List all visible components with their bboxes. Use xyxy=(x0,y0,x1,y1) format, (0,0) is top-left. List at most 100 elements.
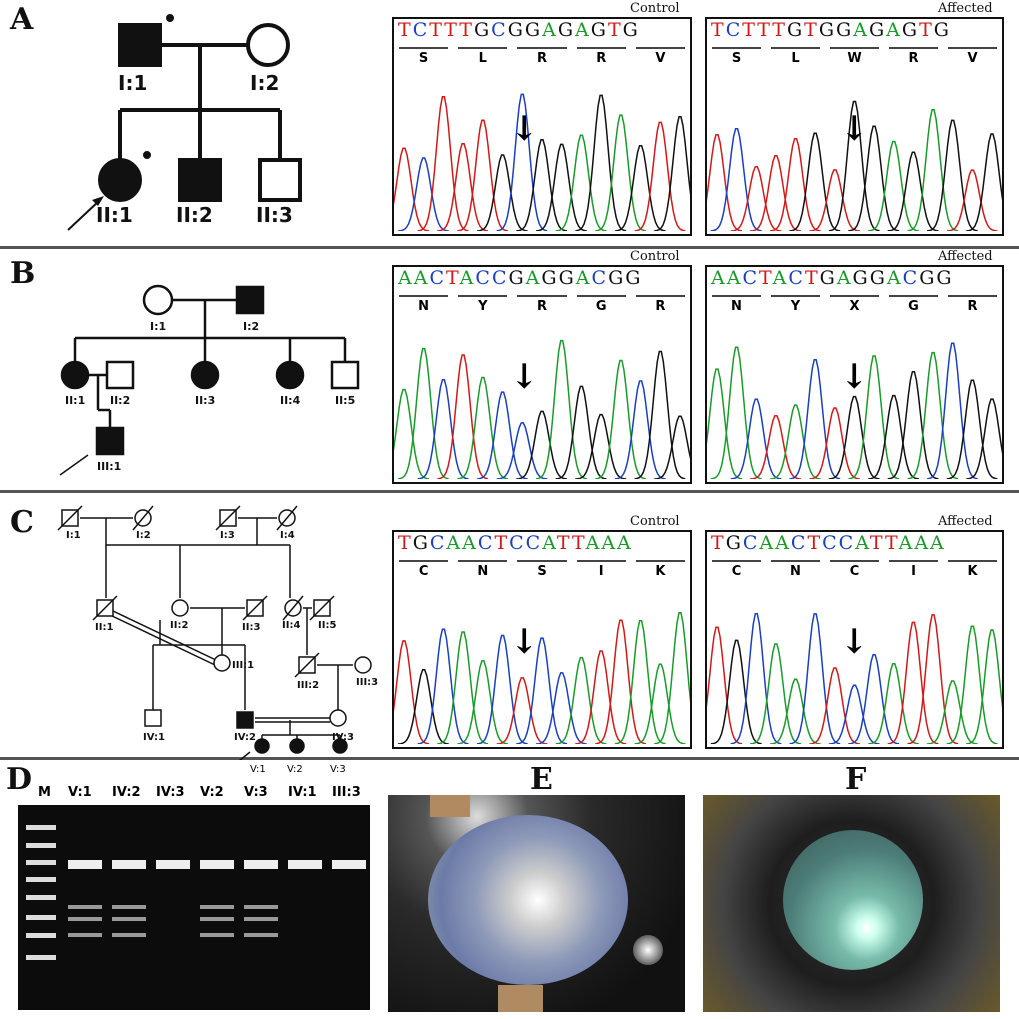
trace-peak xyxy=(789,358,841,479)
trace-peak xyxy=(476,391,528,479)
trace-peak xyxy=(634,663,686,744)
trace-peak xyxy=(575,650,627,744)
dna-sequence: TGCAACTCCATTAAA xyxy=(398,532,633,554)
amino-acid: K xyxy=(948,560,997,579)
amino-acid: L xyxy=(458,47,508,66)
trace-peak xyxy=(966,133,1002,231)
gel-band xyxy=(112,860,146,869)
amino-acid: C xyxy=(399,560,449,579)
pedigree-label: I:2 xyxy=(243,320,259,333)
pedigree-label: II:1 xyxy=(96,203,133,227)
trace-peak xyxy=(809,667,860,744)
trace-peak xyxy=(496,93,548,231)
arrow-icon: ↓ xyxy=(510,109,539,149)
pedigree-label: II:1 xyxy=(95,622,113,633)
lane-label-marker: M xyxy=(38,785,51,800)
amino-acid: R xyxy=(635,295,686,314)
pedigree-label: I:1 xyxy=(118,71,147,95)
gel-band xyxy=(244,917,278,921)
trace-peak xyxy=(496,677,548,744)
trace-peak xyxy=(730,398,782,479)
amino-acid: Y xyxy=(458,295,508,314)
trace-peak xyxy=(417,96,469,231)
panel-label-d: D xyxy=(6,762,33,797)
pedigree-label: I:3 xyxy=(220,530,235,541)
trace-peak xyxy=(848,653,900,744)
gel-band xyxy=(332,860,366,869)
pedigree-label: II:3 xyxy=(256,203,293,227)
lane-label: V:2 xyxy=(200,785,224,800)
trace-peak xyxy=(614,620,666,744)
pedigree-label: II:2 xyxy=(176,203,213,227)
gel-band xyxy=(200,933,234,937)
trace-peak xyxy=(394,388,430,479)
trace-peak xyxy=(946,379,998,479)
gel-band xyxy=(112,933,146,937)
gel-band xyxy=(200,917,234,921)
gel-band xyxy=(200,905,234,909)
trace-peak xyxy=(907,614,959,744)
pedigree-label: II:3 xyxy=(242,622,260,633)
trace xyxy=(707,342,1002,479)
gel-band xyxy=(112,917,146,921)
trace-peak xyxy=(437,143,489,231)
trace-peak xyxy=(966,629,1002,744)
trace-peak xyxy=(595,114,647,231)
pedigree-label: V:3 xyxy=(330,764,346,775)
affected-title: Affected xyxy=(938,514,993,529)
arrow-icon: ↓ xyxy=(840,622,869,662)
trace-peak xyxy=(769,137,821,231)
trace-peak xyxy=(828,395,880,479)
trace-peak xyxy=(555,134,607,231)
trace-peak xyxy=(926,342,978,479)
amino-acid: V xyxy=(948,47,997,66)
pedigree-label: I:4 xyxy=(280,530,295,541)
trace-peak xyxy=(946,625,998,744)
trace-peak xyxy=(397,668,449,744)
pedigree-label: I:2 xyxy=(136,530,151,541)
pedigree-label: IV:1 xyxy=(143,732,165,743)
trace-peak xyxy=(476,634,528,744)
trace-peak xyxy=(887,621,939,744)
amino-acid: R xyxy=(948,295,997,314)
trace-peak xyxy=(555,385,607,479)
trace-peak xyxy=(595,619,647,744)
trace-peak xyxy=(730,612,782,744)
panel-label-c: C xyxy=(10,505,34,540)
trace-peak xyxy=(394,640,430,744)
eye-photo-f xyxy=(703,795,1000,1012)
lane-label: IV:2 xyxy=(112,785,141,800)
trace-peak xyxy=(966,398,1002,479)
eye-photo-e xyxy=(388,795,685,1012)
panel-label-e: E xyxy=(530,762,553,797)
lane-label: III:3 xyxy=(332,785,361,800)
trace-peak xyxy=(730,165,782,231)
pedigree-label: II:1 xyxy=(65,394,85,407)
trace-peak xyxy=(516,410,568,479)
dna-sequence: TGCAACTCCATTAAA xyxy=(711,532,946,554)
pedigree-label: III:1 xyxy=(232,660,254,671)
trace-peak xyxy=(828,100,880,231)
trace xyxy=(707,100,1002,231)
affected-title: Affected xyxy=(938,1,993,16)
gel-band xyxy=(244,860,278,869)
trace-peak xyxy=(535,672,587,744)
gel-band xyxy=(244,905,278,909)
pedigree-label: III:3 xyxy=(356,677,378,688)
panel-label-a: A xyxy=(10,2,34,37)
trace-peak xyxy=(750,643,802,744)
trace-peak xyxy=(614,144,666,231)
amino-acid: V xyxy=(635,47,686,66)
trace-peak xyxy=(417,628,469,744)
amino-acid: L xyxy=(771,47,820,66)
marker-band xyxy=(26,895,56,900)
amino-acid: K xyxy=(635,560,686,579)
amino-acid: S xyxy=(517,560,567,579)
panel-label-b: B xyxy=(10,256,36,291)
trace-peak xyxy=(437,631,489,744)
marker-band xyxy=(26,843,56,848)
trace-peak xyxy=(535,339,587,479)
